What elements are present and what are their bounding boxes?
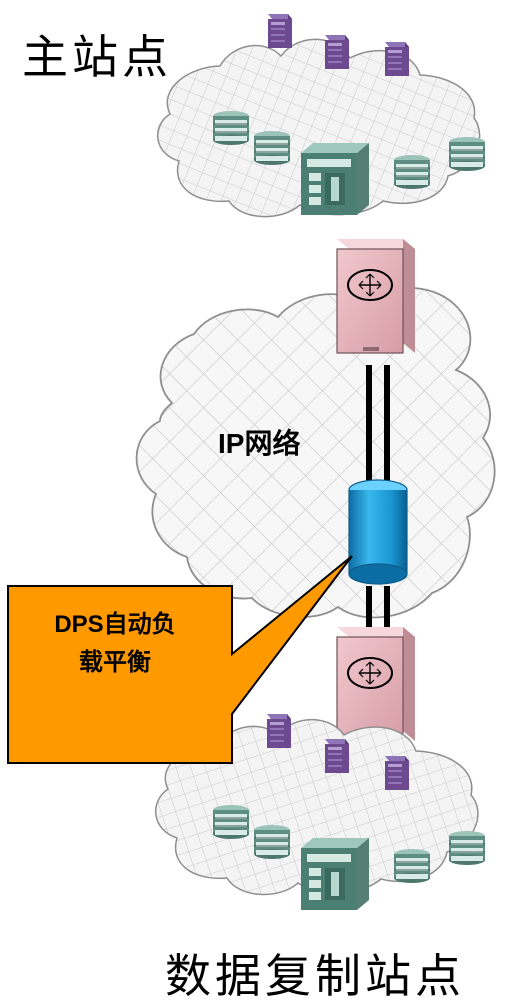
storage-stack-icon: [212, 804, 250, 840]
storage-stack-icon: [393, 154, 431, 190]
server-tower-icon: [325, 739, 349, 773]
storage-stack-icon: [212, 110, 250, 146]
storage-cabinet-icon: [301, 838, 369, 910]
server-tower-icon: [385, 42, 409, 76]
server-tower-icon: [267, 714, 291, 748]
storage-stack-icon: [393, 848, 431, 884]
load-balancing-callout: [7, 555, 353, 764]
storage-stack-icon: [253, 824, 291, 860]
load-balancer-cylinder-icon: [348, 479, 408, 585]
router-icon: [336, 626, 416, 742]
storage-stack-icon: [448, 136, 486, 172]
callout-line-1: DPS自动负: [54, 611, 176, 638]
storage-stack-icon: [448, 830, 486, 866]
storage-stack-icon: [253, 130, 291, 166]
primary-site-title: 主站点: [22, 30, 172, 84]
router-icon: [336, 238, 416, 354]
server-tower-icon: [385, 756, 409, 790]
ip-network-cloud: [135, 287, 496, 619]
callout-line-2: 载平衡: [79, 649, 151, 676]
load-balancing-callout-text: DPS自动负 载平衡: [12, 606, 218, 682]
ip-network-label: IP网络: [218, 428, 301, 459]
server-tower-icon: [325, 35, 349, 69]
replication-site-title: 数据复制站点: [165, 949, 465, 1003]
server-tower-icon: [268, 14, 292, 48]
storage-cabinet-icon: [301, 143, 369, 215]
